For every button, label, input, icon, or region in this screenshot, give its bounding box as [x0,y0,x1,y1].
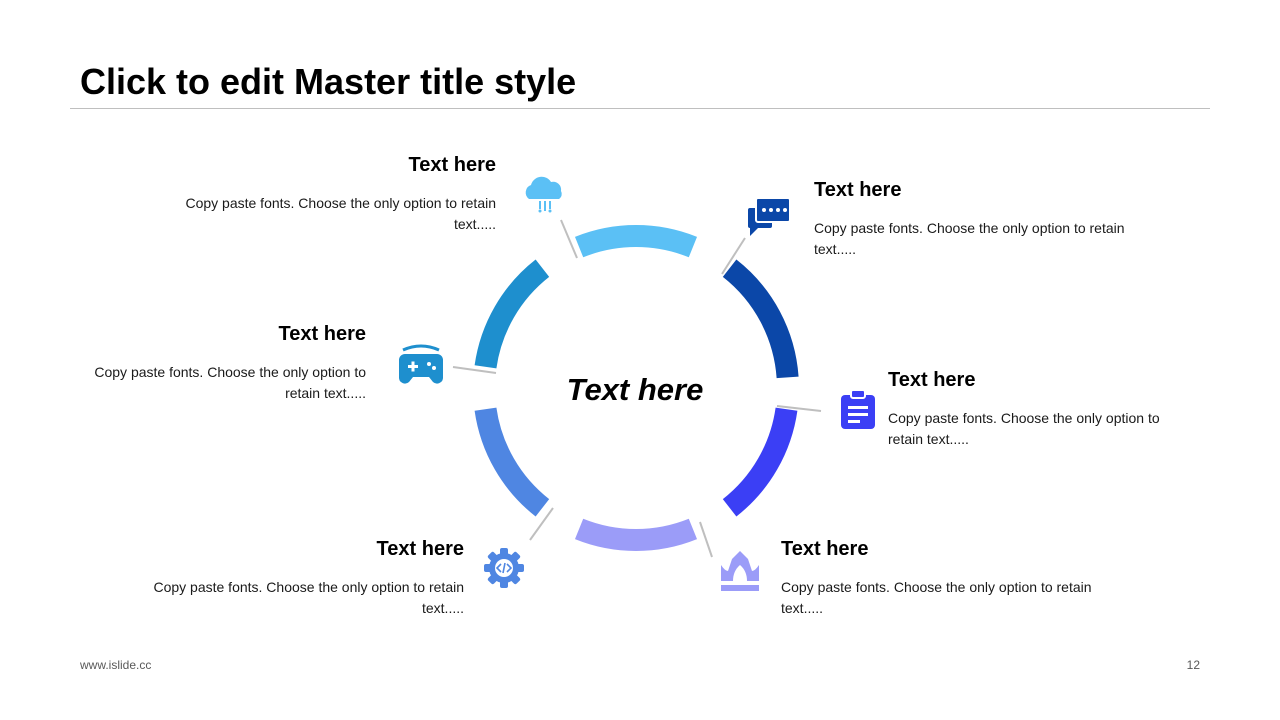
center-label: Text here [566,372,704,407]
connector-line [776,405,822,412]
page-number: 12 [1186,658,1200,672]
title-divider [70,108,1210,109]
item-body: Copy paste fonts. Choose the only option… [888,410,1160,447]
item-heading: Text here [814,179,902,201]
item-body: Copy paste fonts. Choose the only option… [781,579,1092,616]
ring-segment [722,407,798,517]
item-heading: Text here [781,538,869,560]
chat-icon [748,197,791,236]
item-body: Copy paste fonts. Choose the only option… [814,220,1125,257]
ring-segment [474,259,550,369]
item-block-3: Text here Copy paste fonts. Choose the o… [888,368,1188,450]
item-heading: Text here [888,369,976,391]
gear-code-icon [484,548,524,588]
cloud-icon [525,176,562,213]
ring-segment [574,225,698,258]
connector-line [529,507,554,541]
item-block-5: Text here Copy paste fonts. Choose the o… [128,537,464,619]
item-body: Copy paste fonts. Choose the only option… [153,579,464,616]
item-heading: Text here [278,323,366,345]
slide-title: Click to edit Master title style [80,61,577,102]
connector-line [452,366,497,374]
connector-line [699,521,713,558]
item-heading: Text here [376,538,464,560]
connector-line [721,237,746,275]
ring-segment [722,259,799,379]
item-block-4: Text here Copy paste fonts. Choose the o… [781,537,1117,619]
item-block-1: Text here Copy paste fonts. Choose the o… [160,153,496,235]
item-block-6: Text here Copy paste fonts. Choose the o… [70,322,366,404]
footer-website: www.islide.cc [80,658,152,672]
gamepad-icon [399,344,443,384]
item-body: Copy paste fonts. Choose the only option… [185,195,496,232]
ring-segment [474,407,550,517]
item-block-2: Text here Copy paste fonts. Choose the o… [814,178,1150,260]
crown-icon [721,551,759,591]
clipboard-icon [841,389,875,429]
connector-line [560,219,578,259]
item-heading: Text here [408,154,496,176]
ring-segment [574,518,698,551]
item-body: Copy paste fonts. Choose the only option… [94,364,366,401]
